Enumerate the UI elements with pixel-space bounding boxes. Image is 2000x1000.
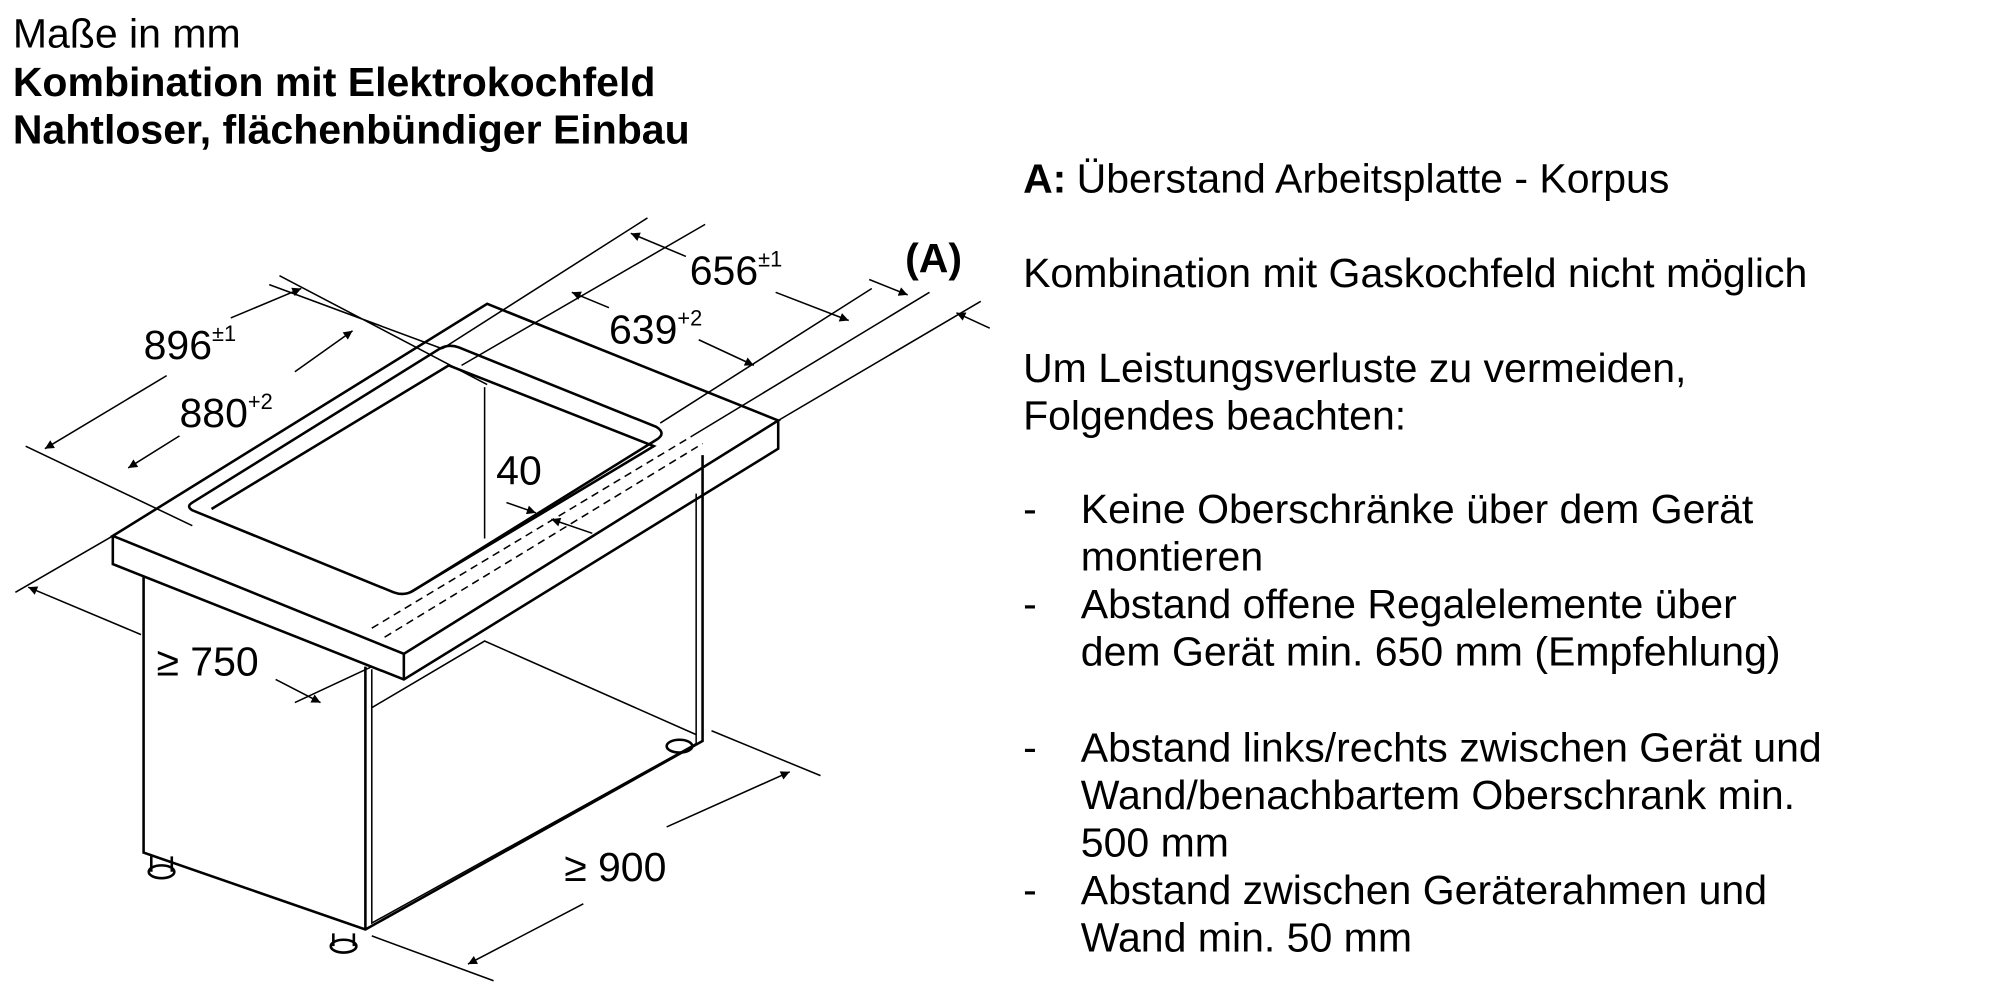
- bullet: -: [1023, 486, 1037, 532]
- label-a: (A): [905, 235, 962, 281]
- note-intro-2: Folgendes beachten:: [1023, 392, 1406, 438]
- list-item: Abstand links/rechts zwischen Gerät und: [1081, 725, 1822, 771]
- units-label: Maße in mm: [13, 10, 241, 56]
- list-item: Wand min. 50 mm: [1081, 914, 1412, 960]
- list-item: Keine Oberschränke über dem Gerät: [1081, 486, 1754, 532]
- dim-750: ≥ 750: [156, 639, 258, 685]
- notes: A:Überstand Arbeitsplatte - Korpus Kombi…: [1023, 155, 1822, 960]
- bullet: -: [1023, 867, 1037, 913]
- list-item: montieren: [1081, 534, 1263, 580]
- list-item: Wand/benachbartem Oberschrank min.: [1081, 772, 1795, 818]
- note-gas: Kombination mit Gaskochfeld nicht möglic…: [1023, 250, 1807, 296]
- list-item: dem Gerät min. 650 mm (Empfehlung): [1081, 628, 1781, 674]
- title-line-2: Nahtloser, flächenbündiger Einbau: [13, 107, 690, 153]
- dim-880: 880+2: [179, 389, 272, 436]
- note-a: A:Überstand Arbeitsplatte - Korpus: [1023, 155, 1669, 201]
- list-item: 500 mm: [1081, 819, 1229, 865]
- note-intro-1: Um Leistungsverluste zu vermeiden,: [1023, 345, 1686, 391]
- dim-900: ≥ 900: [564, 844, 666, 890]
- list-item: Abstand offene Regalelemente über: [1081, 581, 1737, 627]
- bullet: -: [1023, 581, 1037, 627]
- title-line-1: Kombination mit Elektrokochfeld: [13, 59, 656, 105]
- list-item: Abstand zwischen Geräterahmen und: [1081, 867, 1767, 913]
- dim-896: 896±1: [144, 321, 237, 368]
- dim-656: 656±1: [690, 247, 783, 294]
- countertop-cabinet-drawing: [14, 217, 991, 982]
- dimension-labels: 656±1 639+2 896±1 880+2 40 ≥ 750 ≥ 900 (…: [144, 235, 962, 890]
- dim-639: 639+2: [609, 306, 702, 353]
- bullet: -: [1023, 725, 1037, 771]
- dim-40: 40: [496, 448, 542, 494]
